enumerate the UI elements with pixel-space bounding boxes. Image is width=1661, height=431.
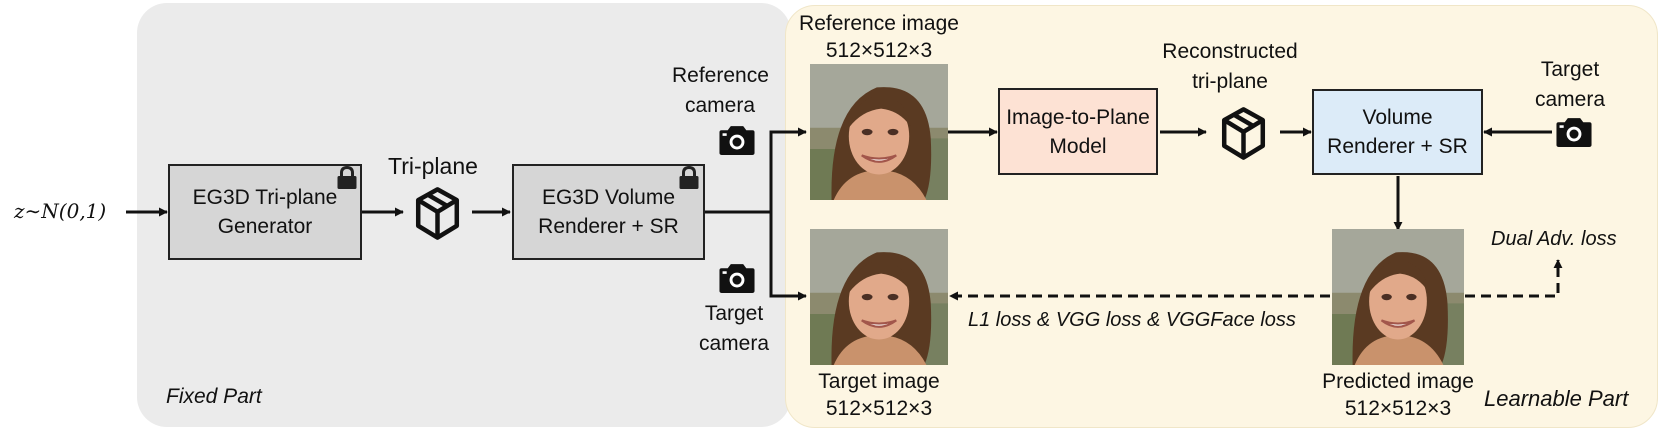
target-face-image [810, 229, 948, 365]
target-camera-label-line2: camera [698, 332, 770, 355]
reconstructed-triplane-label-line1: Reconstructed [1162, 40, 1298, 63]
reference-image-title: Reference image [799, 12, 959, 35]
reconstruction-loss-label: L1 loss & VGG loss & VGGFace loss [968, 309, 1296, 331]
reference-camera-label-line2: camera [684, 94, 756, 117]
volume-renderer-block: Volume Renderer + SR [1312, 89, 1483, 175]
learnable-part-label: Learnable Part [1484, 386, 1629, 411]
triplane-label: Tri-plane [388, 153, 478, 179]
reference-camera-label-line1: Reference [672, 64, 769, 87]
predicted-image-dims: 512×512×3 [1344, 397, 1452, 420]
reference-camera-icon [716, 124, 758, 157]
eg3d-triplane-generator-block: EG3D Tri-plane Generator [168, 164, 362, 260]
lock-icon [678, 166, 700, 190]
target-camera-label-line1: Target [704, 302, 764, 325]
dual-adversarial-loss-label: Dual Adv. loss [1491, 228, 1617, 250]
target-camera-icon [1553, 116, 1595, 149]
cube-icon [1216, 104, 1271, 164]
reference-image-dims: 512×512×3 [825, 39, 933, 62]
image-to-plane-model-block: Image-to-Plane Model [998, 88, 1158, 175]
reconstructed-triplane-label-line2: tri-plane [1192, 70, 1268, 93]
target-image-dims: 512×512×3 [825, 397, 933, 420]
eg3d-volume-renderer-block: EG3D Volume Renderer + SR [512, 164, 705, 260]
target-camera-icon [716, 262, 758, 295]
target-image-title: Target image [818, 370, 940, 393]
fixed-part-label: Fixed Part [166, 385, 262, 408]
reference-face-image [810, 64, 948, 200]
predicted-image-title: Predicted image [1322, 370, 1474, 393]
target-camera-2-label-line1: Target [1540, 58, 1600, 81]
noise-input-label: z∼N(0,1) [14, 199, 107, 223]
cube-icon [410, 184, 465, 244]
lock-icon [336, 166, 358, 190]
target-camera-2-label-line2: camera [1534, 88, 1606, 111]
predicted-face-image [1332, 229, 1464, 365]
